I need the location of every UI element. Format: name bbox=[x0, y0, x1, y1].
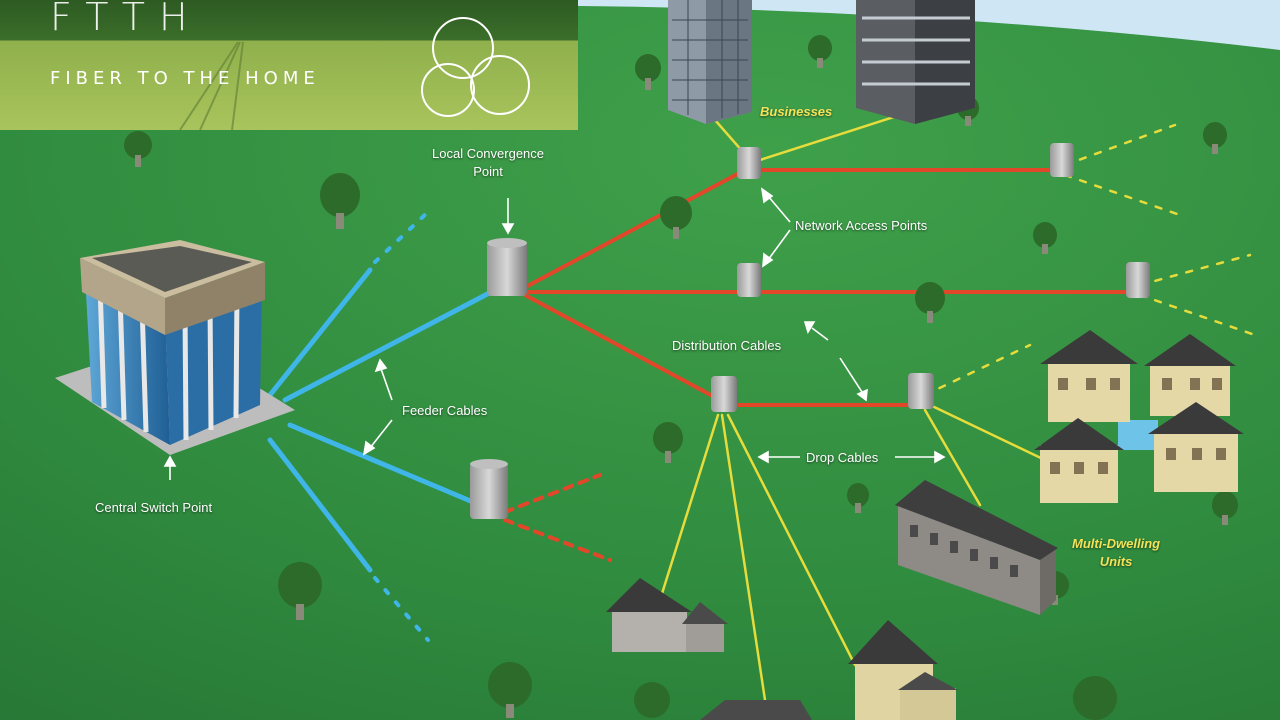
network-access-point bbox=[908, 373, 934, 409]
tree bbox=[808, 35, 832, 68]
tree bbox=[653, 422, 683, 463]
tree bbox=[1212, 491, 1238, 525]
label-drop-cables: Drop Cables bbox=[806, 450, 879, 465]
row-house bbox=[895, 480, 1058, 615]
tree bbox=[124, 131, 152, 167]
tree bbox=[635, 54, 661, 90]
office-tower-left bbox=[668, 0, 752, 124]
label-central-switch-point: Central Switch Point bbox=[95, 500, 213, 515]
tree bbox=[660, 196, 692, 239]
tree bbox=[1073, 676, 1117, 720]
ftth-title-inset: FTTH FIBER TO THE HOME bbox=[0, 0, 578, 130]
tree bbox=[488, 662, 532, 718]
tree bbox=[278, 562, 322, 620]
tree bbox=[1203, 122, 1227, 154]
network-access-point bbox=[1050, 143, 1074, 177]
tree bbox=[915, 282, 945, 323]
network-access-point bbox=[1126, 262, 1150, 298]
tree bbox=[320, 173, 360, 229]
multi-dwelling-buildings bbox=[1034, 330, 1244, 503]
feeder-cables bbox=[267, 208, 498, 642]
inset-title: FTTH bbox=[50, 0, 202, 39]
distribution-cables bbox=[503, 168, 1137, 562]
label-multi-dwelling-units: Multi-Dwelling Units bbox=[1072, 536, 1161, 569]
tree bbox=[847, 483, 869, 513]
label-local-convergence-point: Local Convergence Point bbox=[432, 146, 545, 179]
label-network-access-points: Network Access Points bbox=[795, 218, 928, 233]
office-tower-right bbox=[856, 0, 975, 124]
multi-dwelling-building bbox=[1040, 330, 1138, 422]
convergence-cabinet-lower bbox=[470, 459, 508, 519]
cloverleaf-logo-icon bbox=[421, 17, 530, 117]
field-rows-icon bbox=[179, 17, 530, 130]
house-left bbox=[606, 578, 728, 652]
drop-cables bbox=[658, 113, 1257, 702]
inset-subtitle: FIBER TO THE HOME bbox=[50, 68, 320, 89]
label-distribution-cables: Distribution Cables bbox=[672, 338, 782, 353]
tree bbox=[1033, 222, 1057, 254]
central-switch-building bbox=[55, 240, 295, 455]
label-businesses: Businesses bbox=[760, 104, 833, 119]
tree bbox=[634, 682, 670, 718]
house-bottom bbox=[700, 700, 812, 720]
house-right bbox=[848, 620, 958, 720]
network-access-point bbox=[711, 376, 737, 412]
arrows bbox=[163, 187, 946, 480]
network-access-point bbox=[737, 263, 761, 297]
trees bbox=[124, 35, 1238, 720]
multi-dwelling-building bbox=[1148, 402, 1244, 492]
network-access-points bbox=[711, 143, 1150, 412]
network-access-point bbox=[737, 147, 761, 179]
convergence-cabinet-main bbox=[487, 238, 527, 296]
label-feeder-cables: Feeder Cables bbox=[402, 403, 488, 418]
